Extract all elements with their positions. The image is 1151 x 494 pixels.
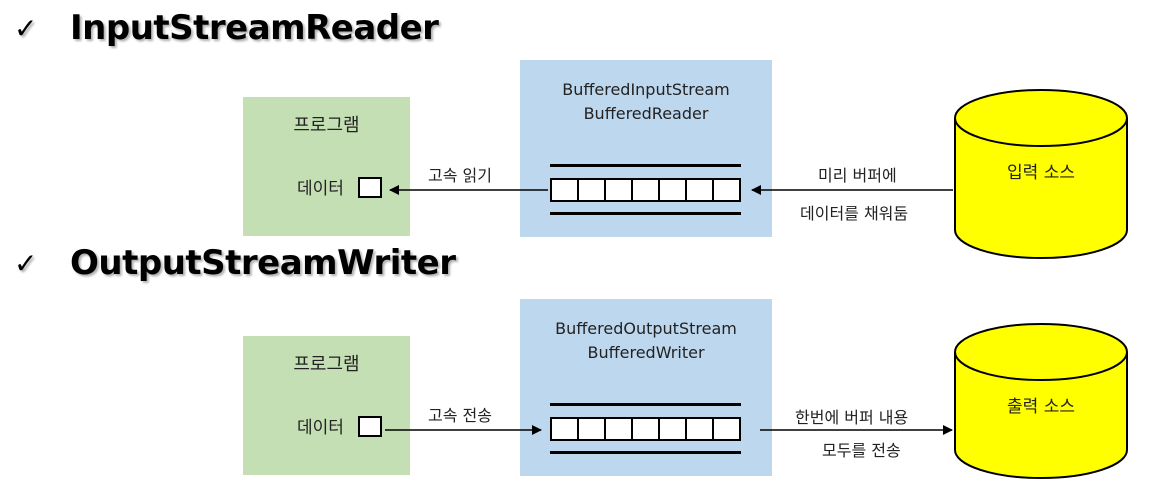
program-title: 프로그램 <box>293 354 360 375</box>
arrow-label-prefill: 미리 버퍼에 <box>818 166 897 185</box>
buffer-class-name: BufferedInputStream <box>562 80 730 99</box>
data-cell <box>358 177 382 198</box>
buffer-class-name: BufferedReader <box>583 104 709 123</box>
buffer-class-name: BufferedWriter <box>587 343 705 362</box>
data-cell <box>358 416 382 437</box>
output-source-cylinder: 출력 소스 <box>953 322 1129 494</box>
heading-text: InputStreamReader <box>70 8 439 48</box>
heading-text: OutputStreamWriter <box>70 243 456 283</box>
buffer-cell <box>633 180 660 200</box>
buffer-cell <box>687 419 714 439</box>
input-source-cylinder: 입력 소스 <box>953 88 1129 260</box>
cylinder-shape <box>954 89 1128 259</box>
buffer-rail <box>550 212 741 215</box>
buffer-cell <box>660 180 687 200</box>
buffer-cell <box>606 180 633 200</box>
buffer-cell <box>606 419 633 439</box>
buffer-cell <box>552 180 579 200</box>
buffer-cells <box>550 417 741 441</box>
data-label: 데이터 <box>297 418 344 438</box>
program-title: 프로그램 <box>293 115 360 136</box>
buffer-cell <box>687 180 714 200</box>
program-box-input: 프로그램 데이터 <box>243 97 410 236</box>
checkmark-icon: ✓ <box>14 11 38 45</box>
buffer-box-output: BufferedOutputStream BufferedWriter <box>520 299 772 476</box>
data-label: 데이터 <box>297 179 344 199</box>
buffer-box-input: BufferedInputStream BufferedReader <box>520 60 772 237</box>
source-label: 입력 소스 <box>1007 163 1075 183</box>
program-box-output: 프로그램 데이터 <box>243 336 410 475</box>
heading-input-stream-reader: ✓ InputStreamReader <box>14 8 439 48</box>
connector-arrows <box>385 185 953 435</box>
heading-output-stream-writer: ✓ OutputStreamWriter <box>14 243 456 283</box>
buffer-cell <box>579 180 606 200</box>
buffer-cell <box>579 419 606 439</box>
arrow-label-flush: 모두를 전송 <box>822 441 901 460</box>
buffer-rail <box>550 451 741 454</box>
arrow-label-fast-send: 고속 전송 <box>428 406 492 425</box>
buffer-rail <box>550 164 741 167</box>
buffer-class-name: BufferedOutputStream <box>555 319 737 338</box>
arrow-label-fast-read: 고속 읽기 <box>428 166 492 185</box>
source-label: 출력 소스 <box>1007 397 1075 417</box>
checkmark-icon: ✓ <box>14 246 38 280</box>
arrow-label-flush: 한번에 버퍼 내용 <box>795 408 909 427</box>
cylinder-shape <box>954 323 1128 479</box>
buffer-cell <box>633 419 660 439</box>
buffer-rail <box>550 403 741 406</box>
buffer-cells <box>550 178 741 202</box>
buffer-cell <box>660 419 687 439</box>
arrow-label-prefill: 데이터를 채워둠 <box>800 204 909 223</box>
buffer-cell <box>552 419 579 439</box>
